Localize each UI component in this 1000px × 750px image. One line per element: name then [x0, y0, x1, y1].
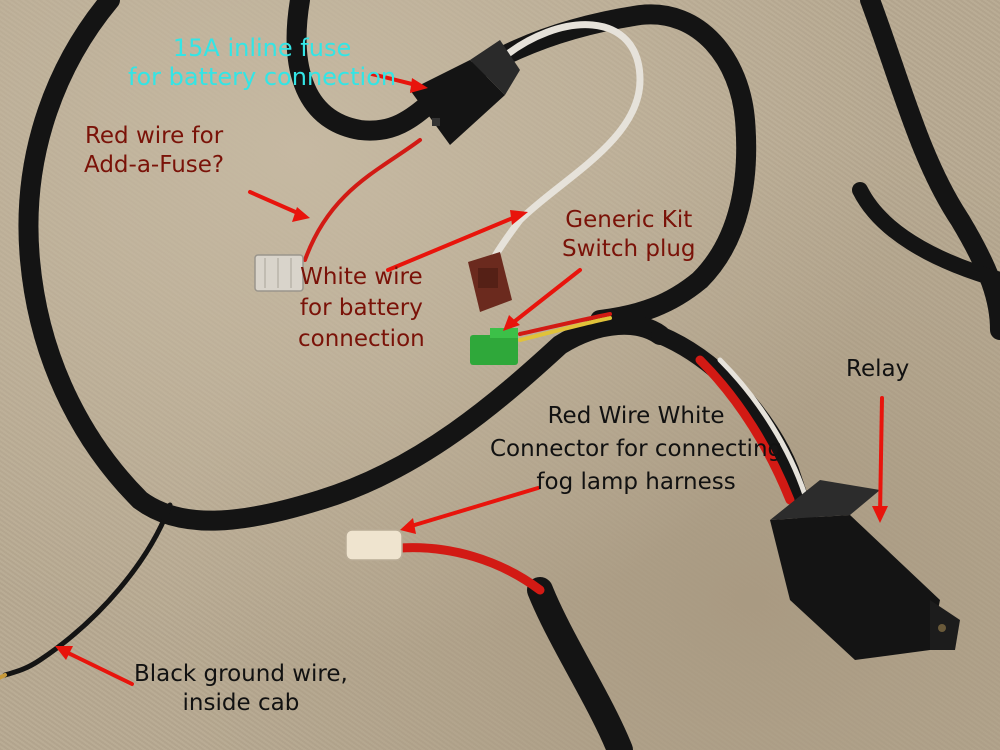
arrowhead-white-wire [510, 210, 528, 225]
arrowhead-fuse [410, 78, 428, 93]
harness-bottom [527, 577, 633, 750]
ground-wire [2, 502, 173, 678]
annotation-generic-kit-line: Generic Kit [565, 207, 693, 233]
annotation-fog-connector-line: Connector for connecting [490, 436, 783, 462]
arrowhead-ground [55, 646, 73, 660]
inline-fuse-holder [410, 40, 520, 145]
arrowhead-switch-plug [503, 315, 520, 331]
relay-body [770, 480, 960, 660]
annotation-white-wire-line: for battery [299, 295, 423, 321]
annotation-fog-connector-line: Red Wire White [547, 403, 725, 429]
annotation-red-wire-line: Red wire for [84, 123, 224, 149]
white-stripe-relay [717, 357, 808, 498]
arrow-white-wire [386, 213, 522, 272]
red-wire-switch [518, 312, 612, 336]
annotation-fuse-line: 15A inline fuse [172, 34, 352, 62]
annotation-red-wire: Red wire for Add-a-Fuse? [84, 122, 224, 180]
ground-wire-tip [0, 673, 7, 680]
arrow-relay [878, 396, 884, 517]
annotation-generic-kit: Generic Kit Switch plug [562, 206, 696, 264]
white-connector-fog [345, 529, 403, 561]
annotation-red-wire-line: Add-a-Fuse? [84, 152, 225, 178]
arrow-ground [60, 648, 134, 686]
annotation-white-wire: White wire for battery connection [298, 262, 425, 355]
white-connector-addafuse [254, 254, 304, 292]
annotation-relay-line: Relay [846, 356, 910, 382]
red-wire-fog [395, 543, 545, 595]
green-switch-plug [470, 328, 518, 365]
red-wire-addafuse [303, 138, 422, 262]
annotation-fuse: 15A inline fuse for battery connection [128, 34, 396, 92]
arrowhead-fog-connector [400, 518, 416, 534]
annotation-relay: Relay [846, 355, 909, 384]
annotation-fog-connector: Red Wire White Connector for connecting … [490, 400, 782, 499]
annotation-ground: Black ground wire, inside cab [134, 660, 348, 718]
harness-loop-main [286, 0, 757, 330]
arrowhead-relay [872, 506, 888, 523]
red-wire-to-relay [695, 355, 795, 505]
arrowhead-red-wire [292, 207, 310, 222]
annotation-white-wire-line: connection [298, 326, 425, 352]
yellow-wire [518, 316, 612, 342]
annotation-ground-line: Black ground wire, [134, 661, 348, 687]
harness-right-edge [852, 182, 1000, 288]
arrow-switch-plug [508, 268, 582, 327]
harness-loop-left [18, 0, 670, 531]
annotation-white-wire-line: White wire [300, 264, 423, 290]
arrow-red-wire [248, 190, 302, 216]
annotation-ground-line: inside cab [182, 690, 300, 716]
annotation-fuse-line: for battery connection [128, 63, 397, 91]
annotation-generic-kit-line: Switch plug [562, 236, 696, 262]
white-wire-battery [486, 21, 644, 269]
brown-connector-battery [468, 252, 512, 312]
arrow-fog-connector [406, 486, 540, 529]
harness-loop-right [860, 0, 1000, 340]
annotation-fog-connector-line: fog lamp harness [536, 469, 736, 495]
